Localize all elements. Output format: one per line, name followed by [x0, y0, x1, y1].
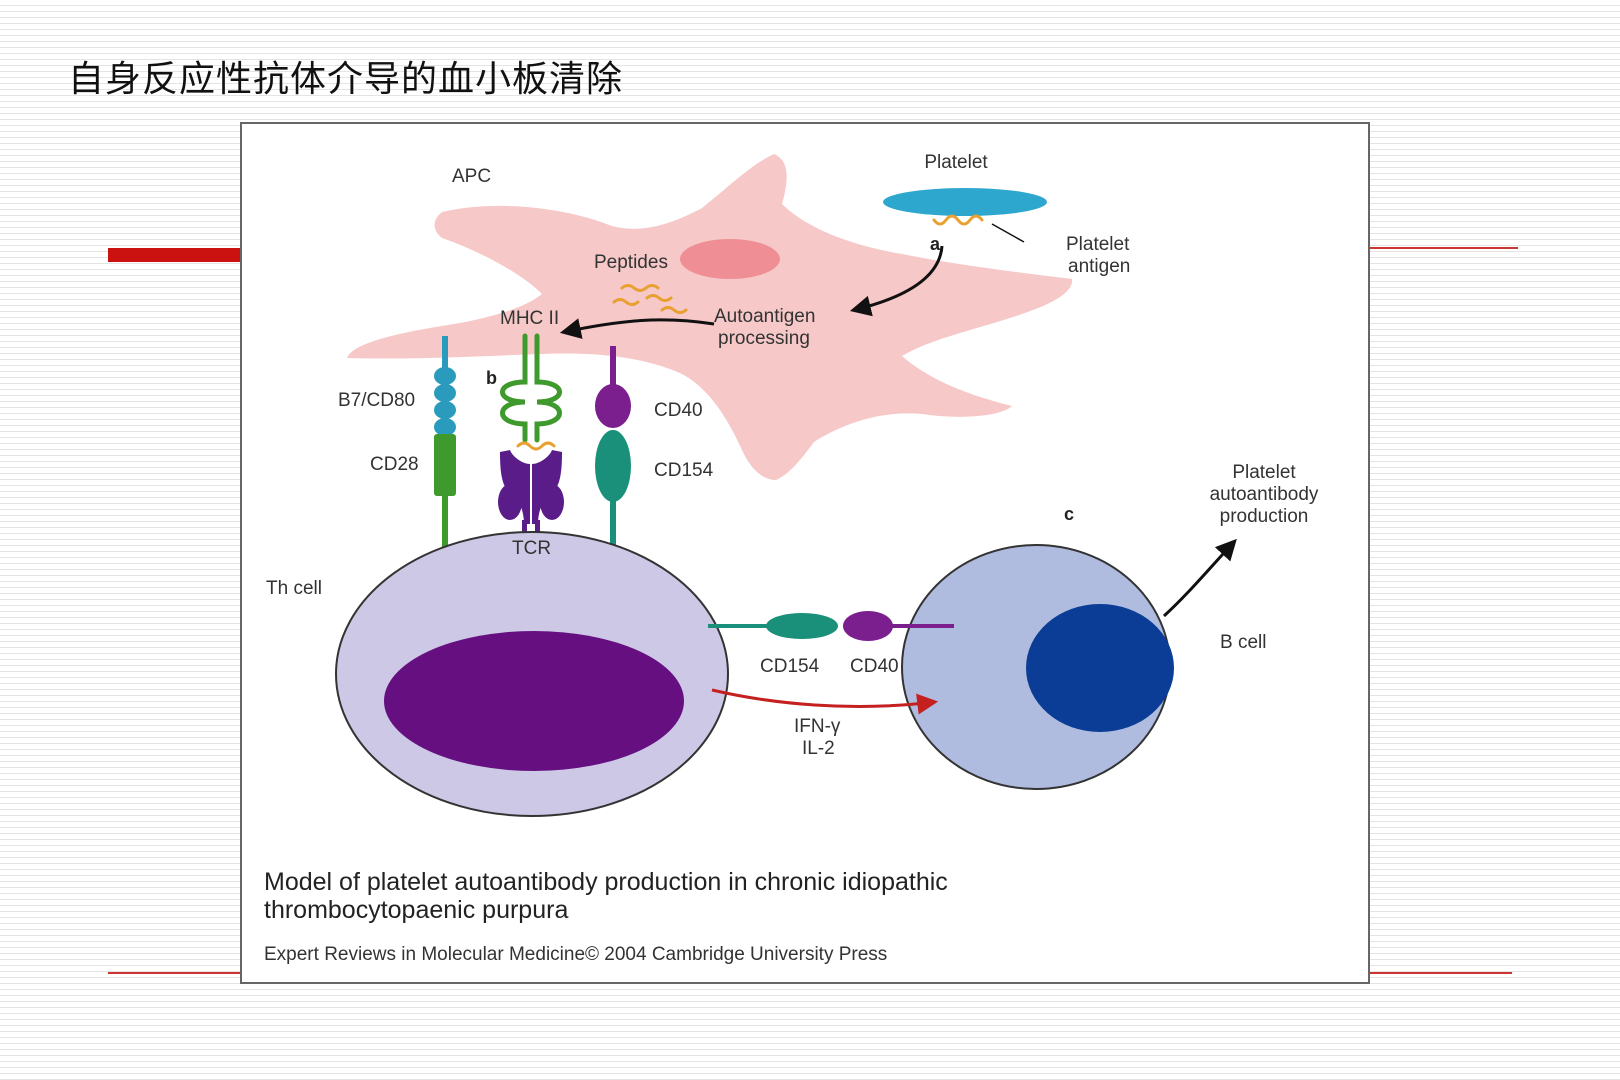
- cd154-top-label: CD154: [654, 460, 714, 481]
- decorative-red-line: [1370, 247, 1518, 249]
- platelet-antigen-label-line2: antigen: [1068, 256, 1130, 277]
- autoantibody-label-line1: Platelet: [1232, 462, 1296, 483]
- b7-cd80-label: B7/CD80: [338, 390, 415, 411]
- arrow-platelet-to-apc: [849, 245, 944, 317]
- b-nucleus: [1026, 604, 1174, 732]
- figure-caption-source: Expert Reviews in Molecular Medicine© 20…: [264, 944, 888, 965]
- apc-cell: [347, 154, 1073, 480]
- figure-caption-title: Model of platelet autoantibody productio…: [264, 868, 948, 924]
- cd40-top-receptor: [595, 346, 631, 428]
- b7-cd80-receptor: [434, 336, 456, 436]
- platelet-label: Platelet: [924, 152, 988, 173]
- cd154-bottom-label: CD154: [760, 656, 820, 677]
- platelet-antigen-pointer: [991, 223, 1025, 243]
- decorative-red-bar: [108, 248, 240, 262]
- cd40-bottom-label: CD40: [850, 656, 899, 677]
- platelet: [883, 188, 1047, 216]
- autoantigen-label-line2: processing: [718, 328, 810, 349]
- autoantigen-label-line1: Autoantigen: [714, 306, 815, 327]
- panel-b-label: b: [486, 368, 497, 388]
- panel-a-label: a: [930, 234, 941, 254]
- figure-frame: APC Platelet Platelet antigen a Peptides…: [240, 122, 1370, 984]
- platelet-antigen-label-line1: Platelet: [1066, 234, 1130, 255]
- apc-nucleus: [680, 239, 780, 279]
- ifn-gamma-label: IFN-γ: [794, 716, 841, 737]
- mhc-ii-label: MHC II: [500, 308, 559, 329]
- th-cell-label: Th cell: [266, 578, 322, 599]
- platelet-antigen-squiggle: [932, 214, 984, 226]
- mhc-peptide: [516, 441, 556, 451]
- tcr-receptor: [498, 450, 564, 554]
- cd154-top-receptor: [595, 430, 631, 554]
- autoantibody-label-line2: autoantibody: [1210, 484, 1319, 505]
- cd28-label: CD28: [370, 454, 419, 475]
- th-nucleus: [384, 631, 684, 771]
- autoantibody-label-line3: production: [1220, 506, 1309, 527]
- cytokine-arrow: [711, 688, 939, 715]
- il2-label: IL-2: [802, 738, 835, 759]
- immunology-diagram: APC Platelet Platelet antigen a Peptides…: [266, 152, 1319, 817]
- cd40-top-label: CD40: [654, 400, 703, 421]
- slide-title: 自身反应性抗体介导的血小板清除: [68, 59, 624, 100]
- decorative-red-line: [1370, 972, 1512, 974]
- cd154-cd40-bridge: [708, 611, 954, 641]
- cd28-receptor: [434, 434, 456, 552]
- arrow-processing-to-mhc: [559, 318, 715, 339]
- panel-c-label: c: [1064, 504, 1074, 524]
- arrow-autoantibody-production: [1162, 538, 1237, 618]
- decorative-red-line: [108, 972, 240, 974]
- peptides-label: Peptides: [594, 252, 668, 273]
- tcr-label: TCR: [512, 538, 551, 559]
- b-cell-label: B cell: [1220, 632, 1266, 653]
- peptide-fragments: [612, 284, 688, 314]
- apc-label: APC: [452, 166, 491, 187]
- mhc-ii-receptor: [500, 333, 562, 443]
